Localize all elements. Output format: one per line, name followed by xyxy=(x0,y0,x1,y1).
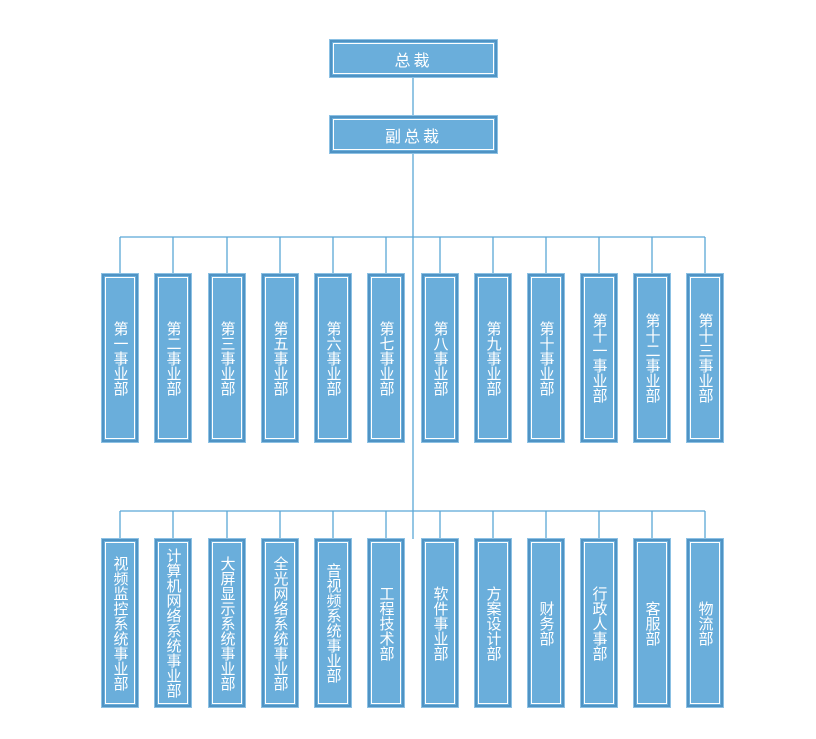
department-label: 大屏显示系统事业部 xyxy=(218,555,237,691)
division-box[interactable]: 第三事业部 xyxy=(209,274,245,442)
division-box[interactable]: 第九事业部 xyxy=(475,274,511,442)
division-label: 第一事业部 xyxy=(111,320,130,396)
department-box[interactable]: 财务部 xyxy=(528,539,564,707)
division-label: 第五事业部 xyxy=(271,320,290,396)
department-box[interactable]: 计算机网络系统事业部 xyxy=(155,539,191,707)
division-label: 第十一事业部 xyxy=(590,313,609,403)
division-box[interactable]: 第八事业部 xyxy=(422,274,458,442)
department-label: 视频监控系统事业部 xyxy=(111,555,130,691)
division-box[interactable]: 第七事业部 xyxy=(368,274,404,442)
department-label: 客服部 xyxy=(643,600,662,646)
department-label: 计算机网络系统事业部 xyxy=(164,548,183,698)
ceo-box[interactable]: 总裁 xyxy=(330,40,497,77)
department-box[interactable]: 音视频系统事业部 xyxy=(315,539,351,707)
department-label: 音视频系统事业部 xyxy=(324,563,343,683)
division-label: 第九事业部 xyxy=(484,320,503,396)
department-label: 物流部 xyxy=(696,600,715,646)
division-label: 第十事业部 xyxy=(537,320,556,396)
vp-label: 副总裁 xyxy=(384,126,442,146)
department-box[interactable]: 视频监控系统事业部 xyxy=(102,539,138,707)
division-label: 第七事业部 xyxy=(377,320,396,396)
vp-box[interactable]: 副总裁 xyxy=(330,116,497,153)
department-box[interactable]: 客服部 xyxy=(634,539,670,707)
division-label: 第八事业部 xyxy=(431,320,450,396)
division-box[interactable]: 第二事业部 xyxy=(155,274,191,442)
department-box[interactable]: 全光网络系统事业部 xyxy=(262,539,298,707)
department-box[interactable]: 行政人事部 xyxy=(581,539,617,707)
division-label: 第十三事业部 xyxy=(696,313,715,403)
ceo-label: 总裁 xyxy=(394,50,433,70)
department-box[interactable]: 软件事业部 xyxy=(422,539,458,707)
department-box[interactable]: 方案设计部 xyxy=(475,539,511,707)
division-box[interactable]: 第十事业部 xyxy=(528,274,564,442)
division-label: 第三事业部 xyxy=(218,320,237,396)
department-label: 全光网络系统事业部 xyxy=(271,555,290,691)
division-box[interactable]: 第十三事业部 xyxy=(687,274,723,442)
department-label: 财务部 xyxy=(537,600,556,646)
division-box[interactable]: 第十二事业部 xyxy=(634,274,670,442)
department-box[interactable]: 大屏显示系统事业部 xyxy=(209,539,245,707)
department-label: 行政人事部 xyxy=(590,585,609,661)
division-box[interactable]: 第一事业部 xyxy=(102,274,138,442)
department-label: 方案设计部 xyxy=(484,585,503,661)
division-box[interactable]: 第六事业部 xyxy=(315,274,351,442)
division-label: 第十二事业部 xyxy=(643,313,662,403)
department-label: 软件事业部 xyxy=(431,585,450,661)
department-box[interactable]: 工程技术部 xyxy=(368,539,404,707)
division-box[interactable]: 第五事业部 xyxy=(262,274,298,442)
division-box[interactable]: 第十一事业部 xyxy=(581,274,617,442)
division-label: 第二事业部 xyxy=(164,320,183,396)
department-box[interactable]: 物流部 xyxy=(687,539,723,707)
department-label: 工程技术部 xyxy=(377,585,396,661)
division-label: 第六事业部 xyxy=(324,320,343,396)
